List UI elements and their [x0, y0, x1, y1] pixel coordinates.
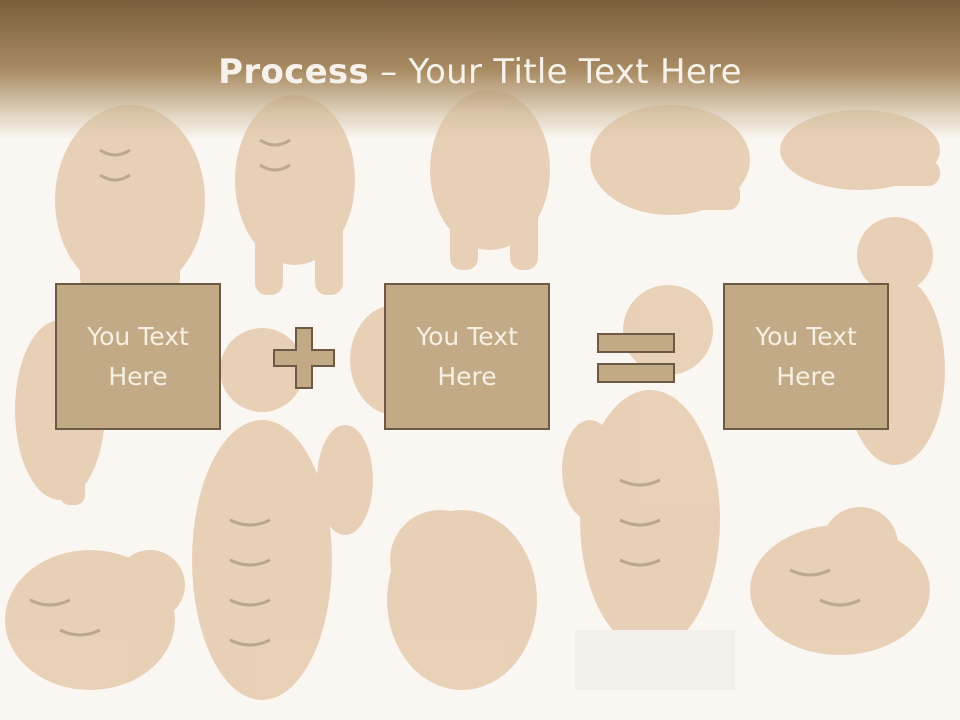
- process-box-2[interactable]: You Text Here: [384, 283, 550, 430]
- tiger-figure: [5, 550, 185, 690]
- title-dash: –: [369, 52, 409, 92]
- process-box-label: You Text Here: [87, 321, 189, 391]
- process-box-label: You Text Here: [416, 321, 518, 391]
- tiger-stripes: [29, 138, 861, 647]
- title-bold: Process: [218, 52, 370, 92]
- title-rest: Your Title Text Here: [408, 52, 742, 92]
- process-box-3[interactable]: You Text Here: [723, 283, 889, 430]
- tiger-figure: [387, 510, 537, 690]
- process-box-label: You Text Here: [755, 321, 857, 391]
- title-banner: [0, 0, 960, 140]
- tiger-figure: [192, 328, 373, 700]
- tiger-figure: [750, 507, 930, 655]
- slide-title: Process – Your Title Text Here: [0, 52, 960, 92]
- tiger-figure: [562, 285, 735, 690]
- plus-icon: [273, 327, 335, 389]
- tiger-figure: [55, 105, 205, 295]
- equals-icon: [597, 333, 675, 383]
- process-box-1[interactable]: You Text Here: [55, 283, 221, 430]
